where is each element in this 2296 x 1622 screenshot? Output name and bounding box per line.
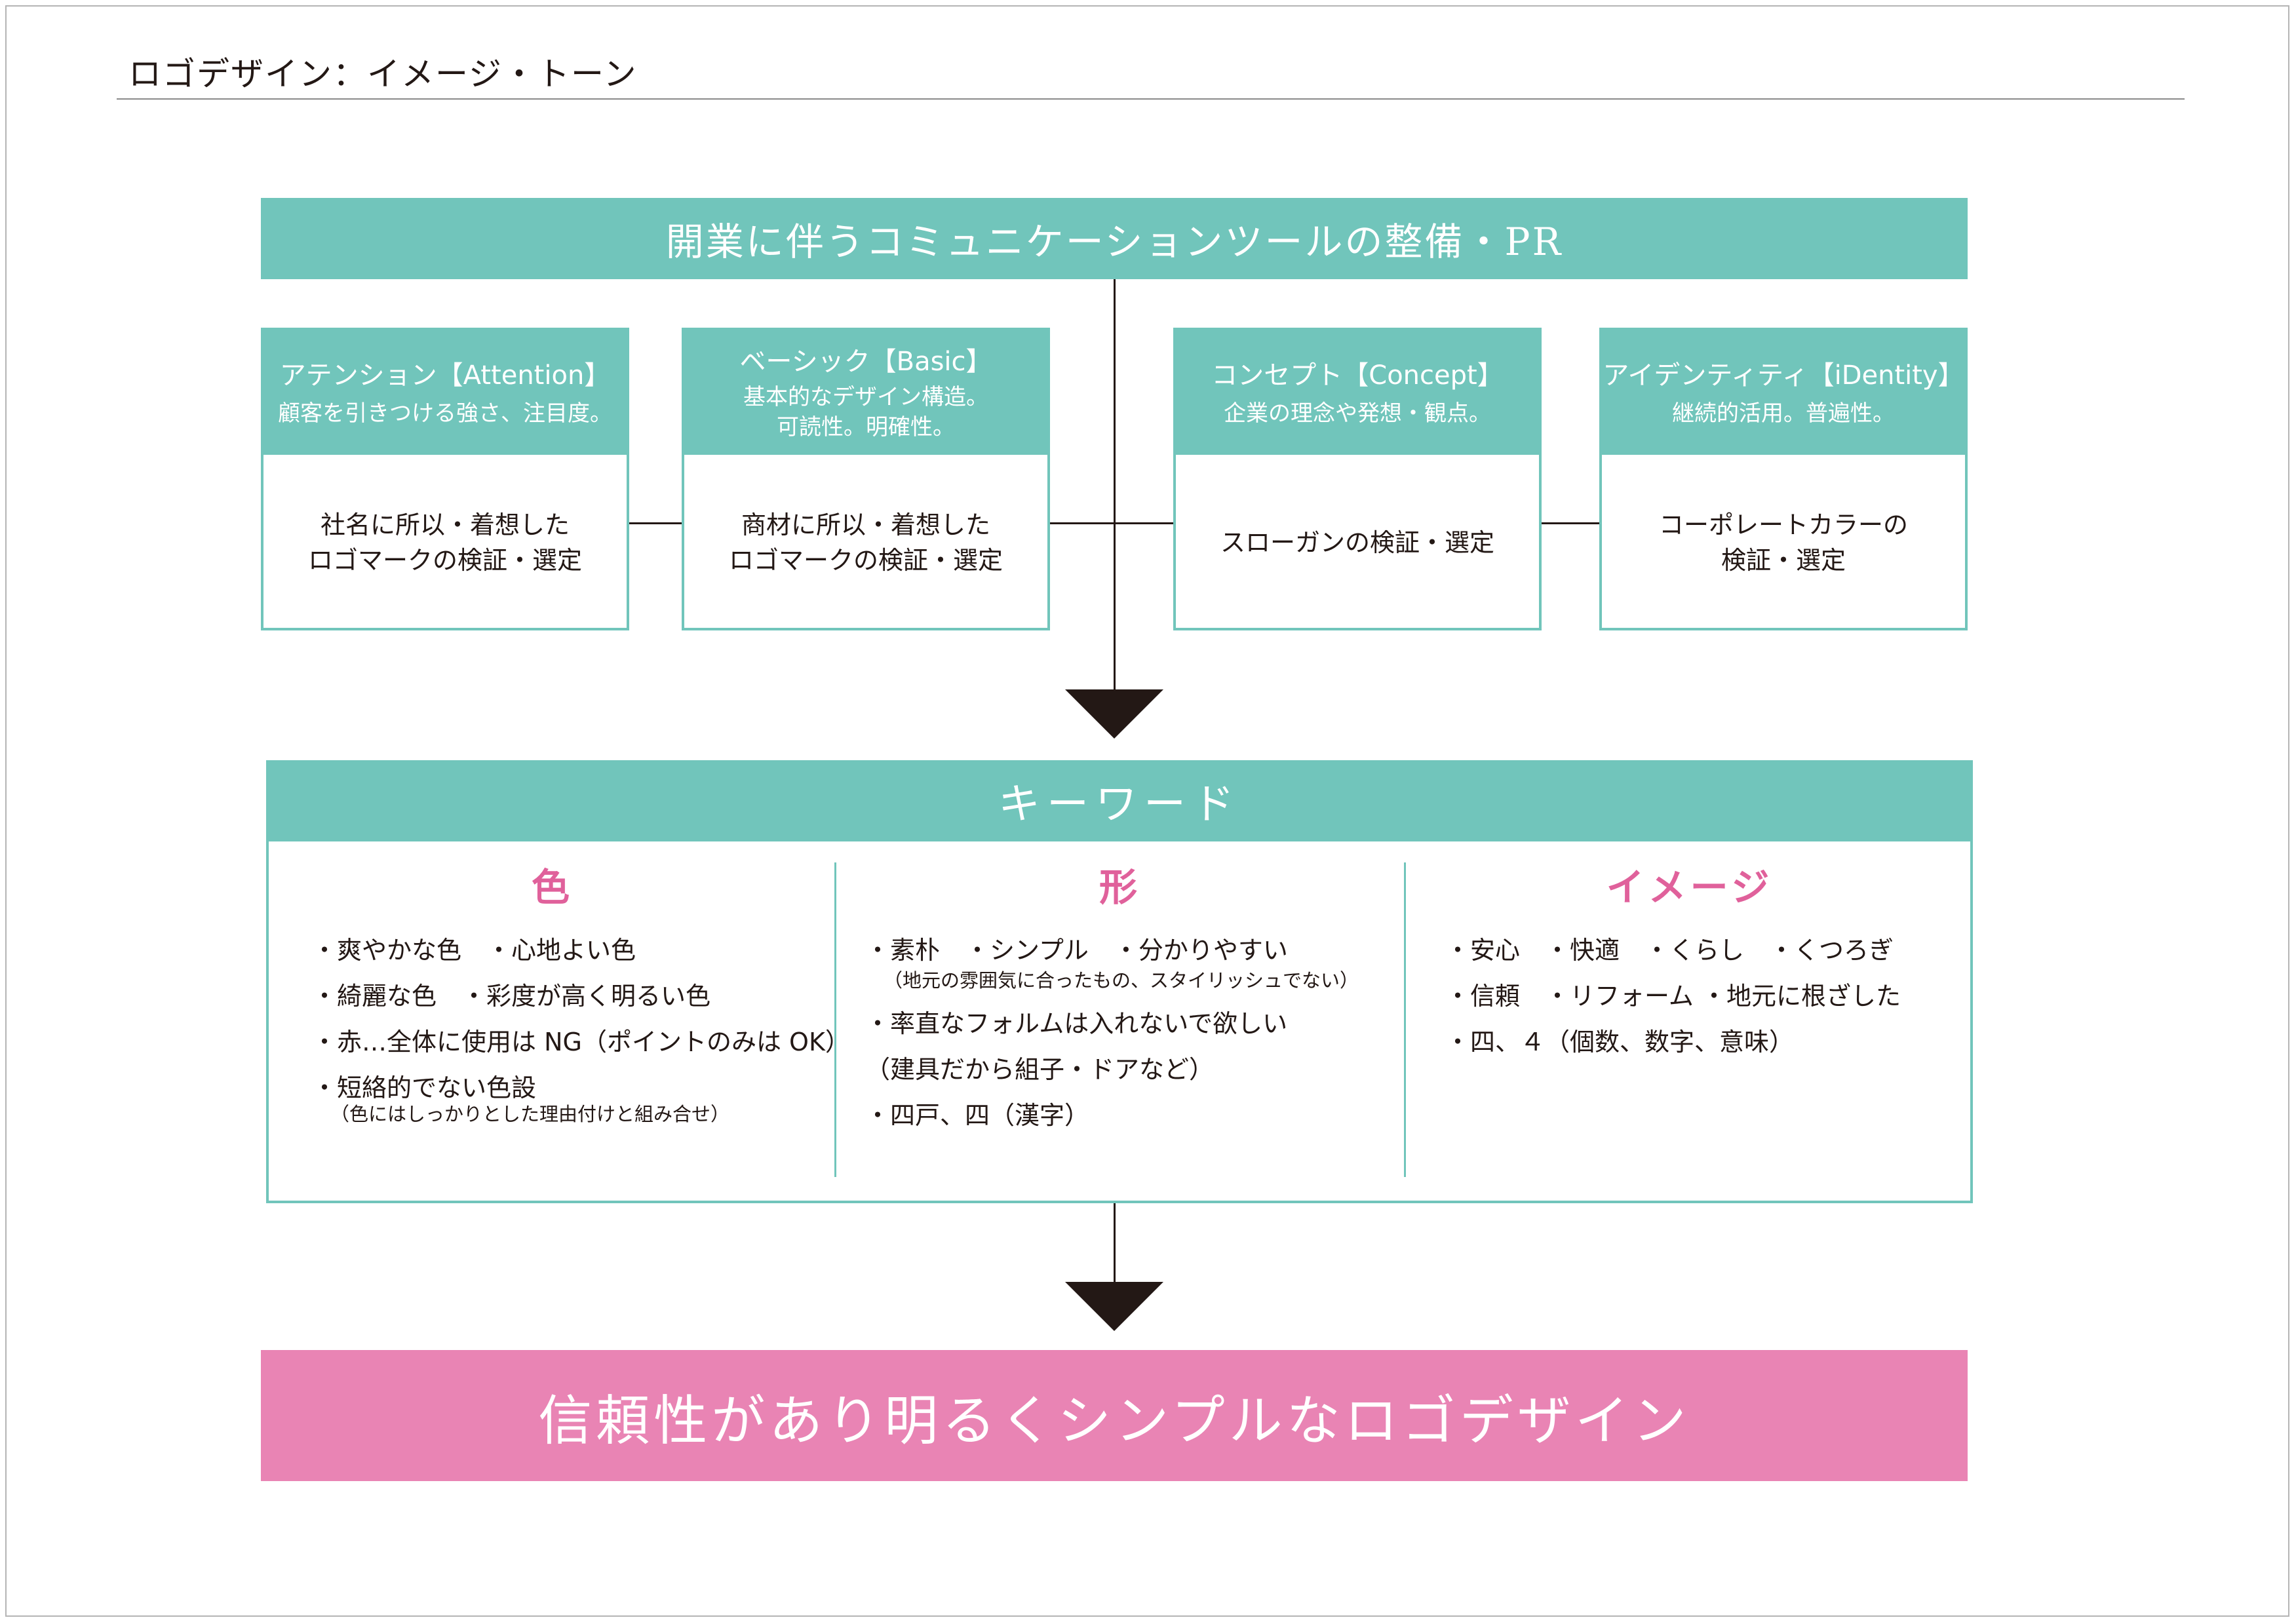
perspective-subtitle: 顧客を引きつける強さ、注目度。 bbox=[278, 400, 612, 427]
perspective-concept: コンセプト【Concept】 企業の理念や発想・観点。 スローガンの検証・選定 bbox=[1173, 328, 1542, 630]
perspective-body: スローガンの検証・選定 bbox=[1220, 528, 1494, 557]
connector-1-2 bbox=[629, 522, 682, 524]
list-item: （建具だから組子・ドアなど） bbox=[865, 1055, 1215, 1084]
perspective-attention: アテンション【Attention】 顧客を引きつける強さ、注目度。 社名に所以・… bbox=[261, 328, 629, 630]
connector-2-3 bbox=[1050, 522, 1173, 524]
keywords-column-shape: 形 ・素朴 ・シンプル ・分かりやすい （地元の雰囲気に合ったもの、スタイリッシ… bbox=[836, 841, 1404, 1203]
perspective-title: アテンション【Attention】 bbox=[279, 360, 611, 391]
connector-3-4 bbox=[1542, 522, 1599, 524]
perspective-subtitle: 継続的活用。普遍性。 bbox=[1672, 400, 1895, 427]
perspective-subtitle: 基本的なデザイン構造。 可読性。明確性。 bbox=[743, 384, 988, 440]
perspective-identity: アイデンティティ【iDentity】 継続的活用。普遍性。 コーポレートカラーの… bbox=[1599, 328, 1968, 630]
shape-keyword-list: ・素朴 ・シンプル ・分かりやすい （地元の雰囲気に合ったもの、スタイリッシュで… bbox=[865, 931, 1391, 1135]
list-item: ・短絡的でない色設 bbox=[312, 1073, 537, 1102]
list-item-note: （地元の雰囲気に合ったもの、スタイリッシュでない） bbox=[884, 969, 1359, 992]
page-title: ロゴデザイン：イメージ・トーン bbox=[128, 55, 638, 93]
perspective-header: ベーシック【Basic】 基本的なデザイン構造。 可読性。明確性。 bbox=[684, 330, 1047, 455]
title-divider bbox=[117, 98, 2185, 100]
column-title-color: 色 bbox=[531, 865, 574, 910]
result-banner: 信頼性があり明るくシンプルなロゴデザイン bbox=[261, 1350, 1968, 1481]
result-banner-label: 信頼性があり明るくシンプルなロゴデザイン bbox=[538, 1389, 1690, 1452]
perspective-title: アイデンティティ【iDentity】 bbox=[1603, 360, 1964, 391]
list-item: ・四、４（個数、数字、意味） bbox=[1445, 1028, 1795, 1056]
perspective-subtitle: 企業の理念や発想・観点。 bbox=[1224, 400, 1491, 427]
top-banner: 開業に伴うコミュニケーションツールの整備・PR bbox=[261, 198, 1968, 279]
keywords-header: キーワード bbox=[266, 760, 1973, 841]
keywords-divider-1 bbox=[834, 862, 836, 1177]
perspective-header: アテンション【Attention】 顧客を引きつける強さ、注目度。 bbox=[263, 330, 627, 455]
list-item: ・素朴 ・シンプル ・分かりやすい bbox=[865, 936, 1288, 965]
perspective-basic: ベーシック【Basic】 基本的なデザイン構造。 可読性。明確性。 商材に所以・… bbox=[682, 328, 1050, 630]
column-title-image: イメージ bbox=[1606, 865, 1774, 910]
list-item: ・四戸、四（漢字） bbox=[865, 1101, 1090, 1130]
image-keyword-list: ・安心 ・快適 ・くらし ・くつろぎ ・信頼 ・リフォーム ・地元に根ざした ・… bbox=[1445, 931, 1960, 1062]
perspective-header: アイデンティティ【iDentity】 継続的活用。普遍性。 bbox=[1602, 330, 1965, 455]
perspective-title: コンセプト【Concept】 bbox=[1211, 360, 1504, 391]
bottom-vertical-connector bbox=[1114, 1203, 1116, 1288]
list-item: ・赤…全体に使用は NG（ポイントのみは OK） bbox=[312, 1028, 850, 1056]
perspective-body: 商材に所以・着想した ロゴマークの検証・選定 bbox=[728, 511, 1003, 575]
perspective-body: 社名に所以・着想した ロゴマークの検証・選定 bbox=[307, 511, 582, 575]
list-item: ・率直なフォルムは入れないで欲しい bbox=[865, 1009, 1288, 1038]
perspective-title: ベーシック【Basic】 bbox=[739, 347, 992, 377]
keywords-divider-2 bbox=[1404, 862, 1406, 1177]
arrow-down-to-result bbox=[1065, 1282, 1163, 1331]
list-item: ・爽やかな色 ・心地よい色 bbox=[312, 936, 636, 965]
list-item: ・綺麗な色 ・彩度が高く明るい色 bbox=[312, 982, 711, 1011]
main-vertical-connector bbox=[1114, 279, 1116, 699]
color-keyword-list: ・爽やかな色 ・心地よい色 ・綺麗な色 ・彩度が高く明るい色 ・赤…全体に使用は… bbox=[312, 931, 850, 1138]
keywords-column-color: 色 ・爽やかな色 ・心地よい色 ・綺麗な色 ・彩度が高く明るい色 ・赤…全体に使… bbox=[269, 841, 850, 1203]
list-item: ・安心 ・快適 ・くらし ・くつろぎ bbox=[1445, 936, 1894, 965]
page-frame bbox=[5, 5, 2289, 1617]
keywords-column-image: イメージ ・安心 ・快適 ・くらし ・くつろぎ ・信頼 ・リフォーム ・地元に根… bbox=[1406, 841, 1974, 1203]
top-banner-label: 開業に伴うコミュニケーションツールの整備・PR bbox=[665, 220, 1563, 264]
arrow-down-to-keywords bbox=[1065, 689, 1163, 739]
list-item-note: （色にはしっかりとした理由付けと組み合せ） bbox=[330, 1103, 730, 1125]
list-item: ・信頼 ・リフォーム ・地元に根ざした bbox=[1445, 982, 1901, 1011]
perspective-body: コーポレートカラーの 検証・選定 bbox=[1658, 511, 1908, 575]
column-title-shape: 形 bbox=[1099, 865, 1141, 910]
perspective-header: コンセプト【Concept】 企業の理念や発想・観点。 bbox=[1176, 330, 1539, 455]
keywords-header-label: キーワード bbox=[998, 781, 1241, 829]
